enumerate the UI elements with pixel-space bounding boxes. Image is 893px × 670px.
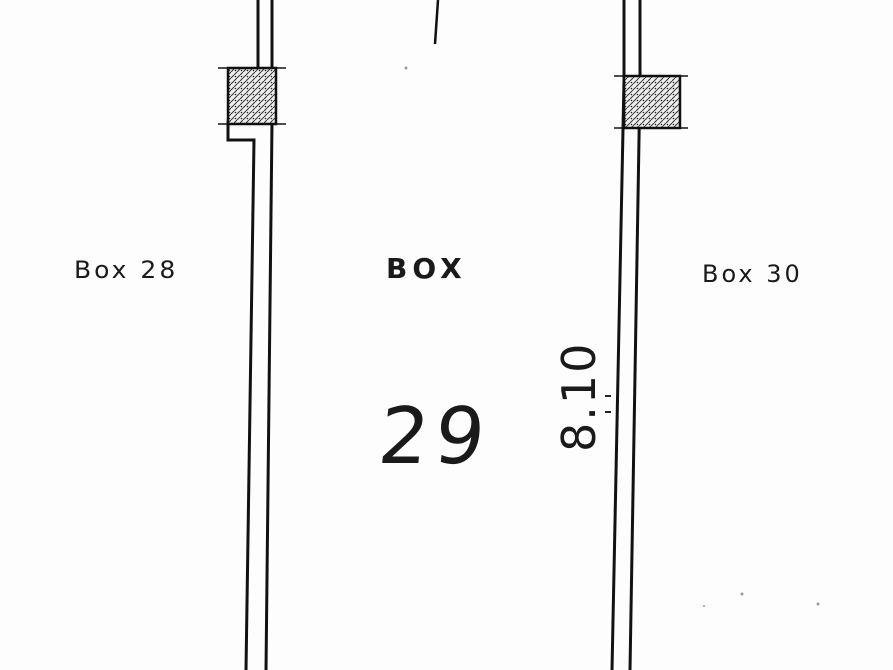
- right-column-pillar: [614, 74, 688, 130]
- top-center-mark: [433, 0, 440, 45]
- dimension-ticks: [605, 395, 611, 413]
- scan-specks: [404, 66, 820, 607]
- box-word-label: BOX: [386, 252, 467, 285]
- box-28-label: Box 28: [74, 256, 179, 284]
- depth-dimension-label: 8.10: [552, 341, 606, 452]
- box-30-label: Box 30: [702, 260, 803, 288]
- box-29-number: 29: [374, 392, 496, 482]
- left-column-pillar: [218, 66, 286, 126]
